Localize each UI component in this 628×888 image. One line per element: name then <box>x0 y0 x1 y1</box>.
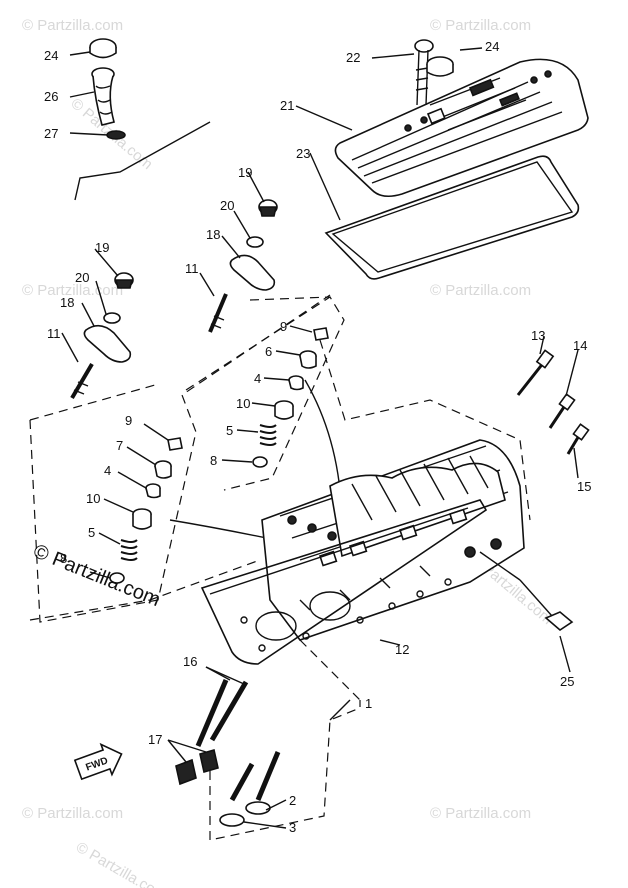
callout-10: 10 <box>236 396 250 411</box>
callout-5: 5 <box>226 423 233 438</box>
callout-15: 15 <box>577 479 591 494</box>
callout-25: 25 <box>560 674 574 689</box>
callout-11: 11 <box>185 261 199 276</box>
callout-9: 9 <box>280 319 287 334</box>
head-gasket <box>200 499 488 665</box>
oil-filler-group <box>69 38 211 201</box>
callout-20: 20 <box>220 198 234 213</box>
callout-27: 27 <box>44 126 58 141</box>
rocker-arm-right <box>199 171 278 333</box>
callout-18: 18 <box>60 295 74 310</box>
valves-group <box>167 666 351 829</box>
callout-13: 13 <box>531 328 545 343</box>
valve-spring-boxes <box>29 294 531 841</box>
valve-parts-upper <box>221 325 329 468</box>
watermark: © Partzilla.com <box>22 805 123 822</box>
watermark-main: © Partzilla.com <box>30 540 163 611</box>
callout-24: 24 <box>485 39 499 54</box>
callout-numbers: 24 26 27 22 24 21 23 19 20 18 11 19 20 1… <box>44 39 591 835</box>
callout-8: 8 <box>60 551 67 566</box>
callout-19: 19 <box>238 165 252 180</box>
callout-7: 7 <box>116 438 123 453</box>
watermark: © Partzilla.com <box>430 282 531 299</box>
callout-26: 26 <box>44 89 58 104</box>
watermark: © Partzilla.com <box>73 839 169 888</box>
callout-23: 23 <box>296 146 310 161</box>
watermark: © Partzilla.com <box>430 17 531 34</box>
head-bolts <box>479 335 590 673</box>
callout-20: 20 <box>75 270 89 285</box>
callout-21: 21 <box>280 98 294 113</box>
callout-9: 9 <box>125 413 132 428</box>
callout-3: 3 <box>289 820 296 835</box>
callout-22: 22 <box>346 50 360 65</box>
watermark: © Partzilla.com <box>430 805 531 822</box>
callout-17: 17 <box>148 732 162 747</box>
valve-cover-group <box>295 39 589 280</box>
callout-10: 10 <box>86 491 100 506</box>
callout-14: 14 <box>573 338 587 353</box>
callout-16: 16 <box>183 654 197 669</box>
callout-4: 4 <box>104 463 111 478</box>
callout-1: 1 <box>365 696 372 711</box>
callout-24: 24 <box>44 48 58 63</box>
callout-6: 6 <box>265 344 272 359</box>
callout-2: 2 <box>289 793 296 808</box>
callout-8: 8 <box>210 453 217 468</box>
callout-18: 18 <box>206 227 220 242</box>
callout-12: 12 <box>395 642 409 657</box>
callout-19: 19 <box>95 240 109 255</box>
valve-parts-lower <box>89 379 343 584</box>
rocker-arm-left <box>61 248 134 400</box>
callout-5: 5 <box>88 525 95 540</box>
watermark: © Partzilla.com <box>22 17 123 34</box>
callout-4: 4 <box>254 371 261 386</box>
callout-11: 11 <box>47 326 61 341</box>
fwd-arrow: FWD <box>73 742 123 781</box>
cylinder-head <box>261 439 525 646</box>
